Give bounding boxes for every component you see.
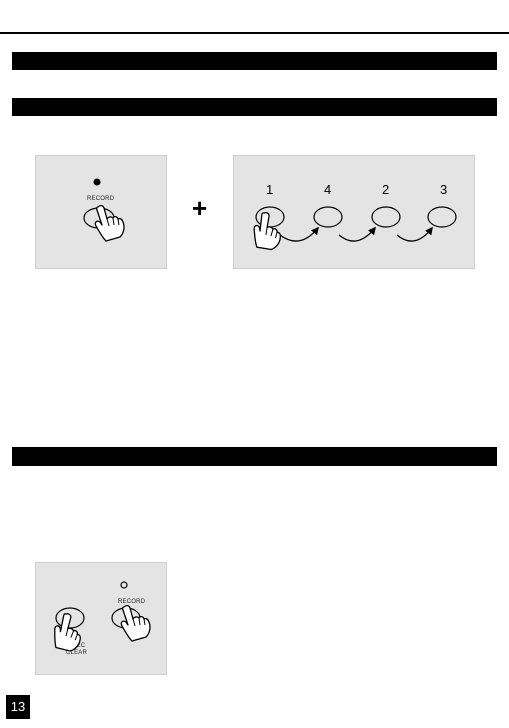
section-header-bar-1	[12, 52, 497, 70]
curved-arrow-icon	[338, 226, 376, 242]
button-number-2: 4	[324, 182, 332, 197]
button-number-3: 2	[382, 182, 390, 197]
record-label-2: RECORD	[118, 599, 146, 605]
curved-arrow-icon	[279, 226, 319, 242]
top-rule	[0, 32, 509, 34]
curved-arrow-icon	[396, 226, 433, 242]
plus-sign: +	[192, 193, 208, 223]
rec-clear-label-line1: REC	[72, 643, 86, 649]
number-button-3[interactable]	[427, 206, 457, 228]
button-number-1: 1	[266, 182, 274, 197]
record-label: RECORD	[87, 196, 115, 202]
led-indicator-icon	[93, 178, 101, 186]
button-number-4: 3	[440, 182, 448, 197]
section-header-bar-3	[12, 447, 497, 466]
led-indicator-icon	[120, 581, 128, 589]
number-button-4[interactable]	[313, 206, 343, 228]
section-header-bar-2	[12, 98, 497, 116]
rec-clear-label-line2: CLEAR	[66, 650, 88, 656]
page-number: 13	[6, 695, 30, 719]
number-button-2[interactable]	[371, 206, 401, 228]
